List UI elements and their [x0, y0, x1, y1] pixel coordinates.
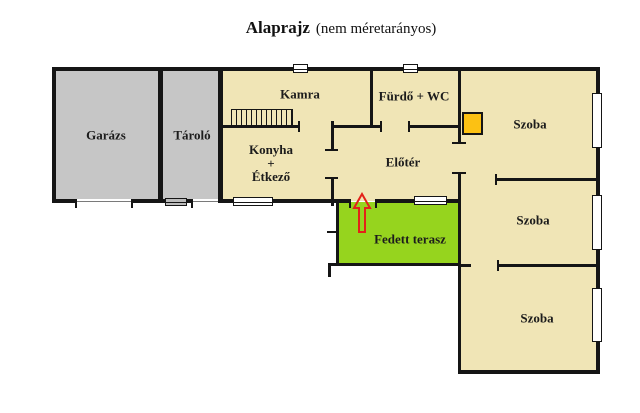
door-jamb: [452, 142, 466, 144]
wall-bottom: [52, 199, 77, 203]
room-top-label: Szoba: [513, 116, 547, 132]
terrace-edge-tick: [327, 231, 338, 233]
window-midline: [415, 200, 446, 202]
window-symbol: [592, 93, 602, 148]
terrace-border-left: [336, 201, 339, 265]
wall-kitchen-hall: [331, 177, 334, 206]
window-symbol: [233, 197, 273, 206]
window-symbol: [592, 288, 602, 342]
wall-hall-terrace: [333, 199, 351, 203]
wall-bottom: [187, 199, 193, 203]
door-jamb: [75, 199, 77, 208]
door-jamb: [380, 121, 382, 132]
wall-pantry-kitchen: [332, 125, 382, 128]
terrace-border-bottom: [330, 263, 461, 266]
door-jamb: [408, 121, 410, 132]
entrance-arrow-icon: [352, 192, 372, 233]
boiler-marker: [462, 112, 483, 135]
stairs-symbol: [231, 109, 293, 126]
wall-storage-pantry: [218, 67, 223, 203]
wall-room1-room2: [495, 178, 598, 181]
window-symbol: [165, 198, 187, 206]
wall-room2-room3: [497, 264, 598, 267]
wall-hall-terrace: [447, 199, 461, 203]
bathroom-label: Fürdő + WC: [378, 88, 450, 104]
door-jamb: [325, 177, 338, 179]
kitchen-label: Konyha + Étkező: [249, 143, 293, 184]
wall-left: [52, 67, 56, 203]
room-middle-label: Szoba: [516, 212, 550, 228]
wall-bottom: [133, 199, 165, 203]
window-midline: [234, 201, 272, 203]
terrace-label: Fedett terasz: [374, 231, 446, 247]
kitchen-label-line3: Étkező: [251, 168, 291, 184]
door-jamb: [325, 149, 338, 151]
door-jamb: [349, 199, 351, 208]
wall-kitchen-hall: [331, 121, 334, 151]
title-main: Alaprajz: [245, 18, 310, 37]
window-midline: [294, 68, 307, 70]
door-jamb: [191, 199, 193, 208]
wall-hall-rooms: [458, 172, 461, 374]
wall-garage-storage: [158, 67, 163, 203]
wall-bath-hall: [410, 125, 458, 128]
window-midline: [166, 202, 186, 203]
door-jamb: [375, 199, 377, 208]
wall-bottom-right-wing: [458, 370, 600, 374]
window-symbol: [403, 64, 418, 73]
door-jamb: [298, 121, 300, 132]
wall-pantry-bath: [370, 69, 373, 126]
room-bottom-label: Szoba: [520, 310, 554, 326]
kitchen-label-line1: Konyha: [248, 141, 294, 157]
wall-top: [52, 67, 600, 71]
storage-door-opening: [193, 201, 218, 202]
storage-label: Tároló: [173, 127, 211, 143]
house-right-area: [461, 201, 596, 372]
garage-label: Garázs: [86, 127, 126, 143]
wall-hall-terrace: [375, 199, 414, 203]
kitchen-label-line2: +: [267, 155, 275, 171]
door-jamb: [497, 260, 499, 271]
pantry-label: Kamra: [280, 86, 320, 102]
wall-pantry-kitchen: [222, 125, 300, 128]
door-jamb: [452, 172, 466, 174]
window-symbol: [293, 64, 308, 73]
window-midline: [404, 68, 417, 70]
wall-bottom: [218, 199, 235, 203]
title-subtitle: (nem méretarányos): [315, 21, 437, 37]
door-jamb: [495, 174, 497, 185]
wall-hall-rooms: [458, 69, 461, 144]
door-jamb: [131, 199, 133, 208]
garage-door-opening: [77, 201, 133, 202]
hall-label: Előtér: [385, 154, 421, 170]
garage-area: [56, 71, 158, 199]
storage-area: [163, 71, 218, 199]
window-symbol: [592, 195, 602, 250]
page-title: Alaprajz (nem méretarányos): [246, 18, 437, 38]
wall-room2-room3-stub: [461, 264, 471, 267]
window-symbol: [414, 196, 447, 205]
wall-bottom: [273, 199, 341, 203]
terrace-border-cap: [328, 263, 331, 277]
